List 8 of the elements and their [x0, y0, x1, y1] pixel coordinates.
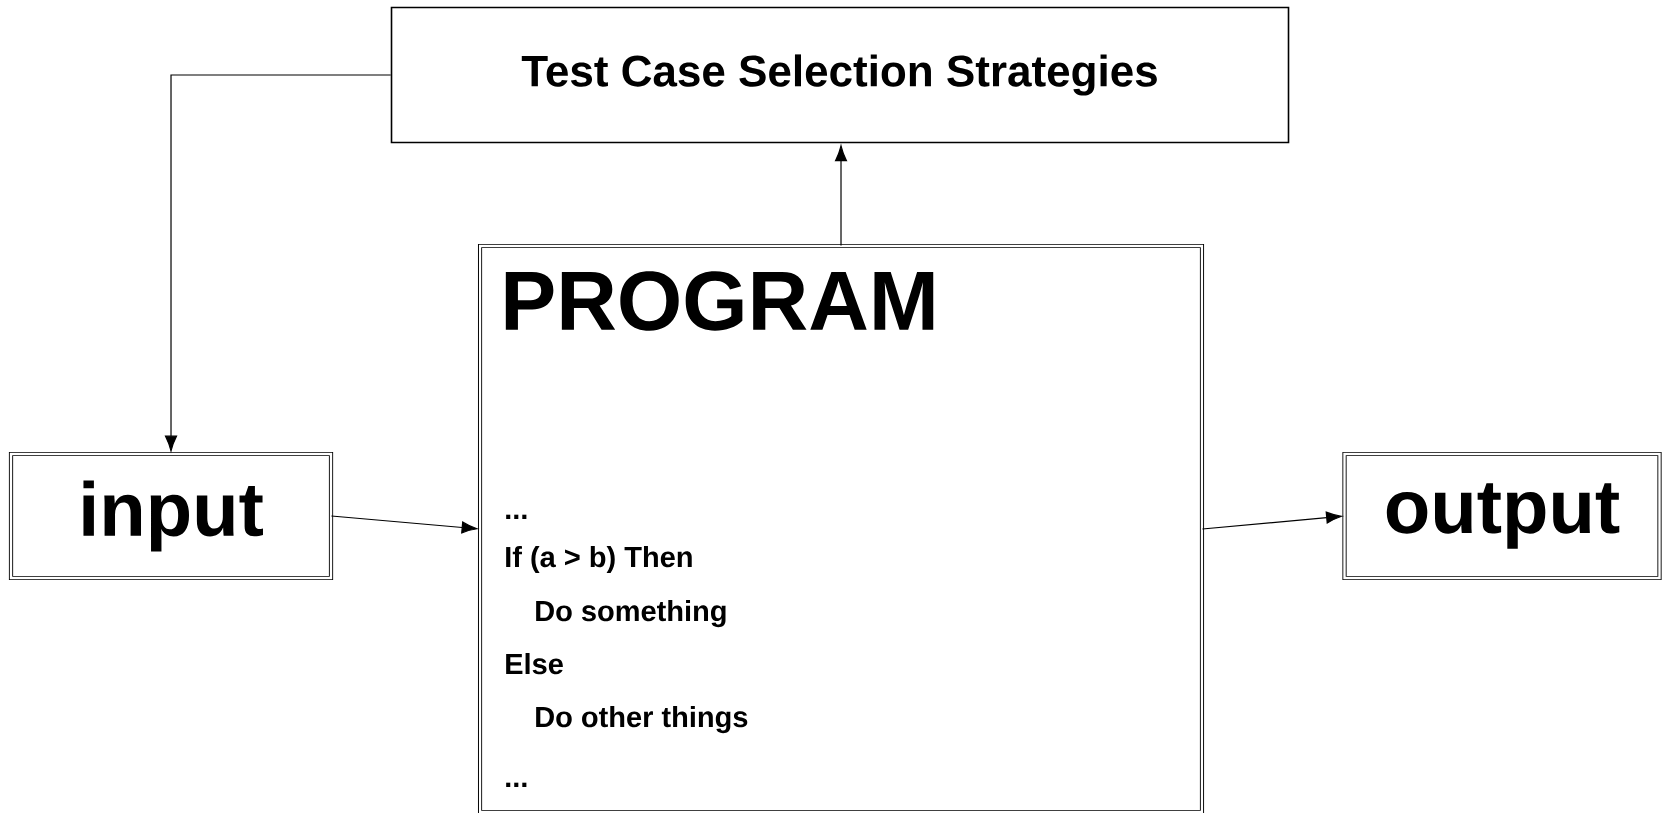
- arrow: [164, 74, 392, 452]
- arrow: [1201, 511, 1343, 530]
- arrow: [330, 515, 478, 534]
- input-box: input: [8, 451, 334, 581]
- output-box: output: [1342, 451, 1662, 581]
- program-box: PROGRAM ... If (a > b) Then Do something Else Do other things ...: [477, 243, 1205, 813]
- arrow: [834, 145, 848, 247]
- strategy-box: Test Case Selection Strategies: [390, 6, 1290, 144]
